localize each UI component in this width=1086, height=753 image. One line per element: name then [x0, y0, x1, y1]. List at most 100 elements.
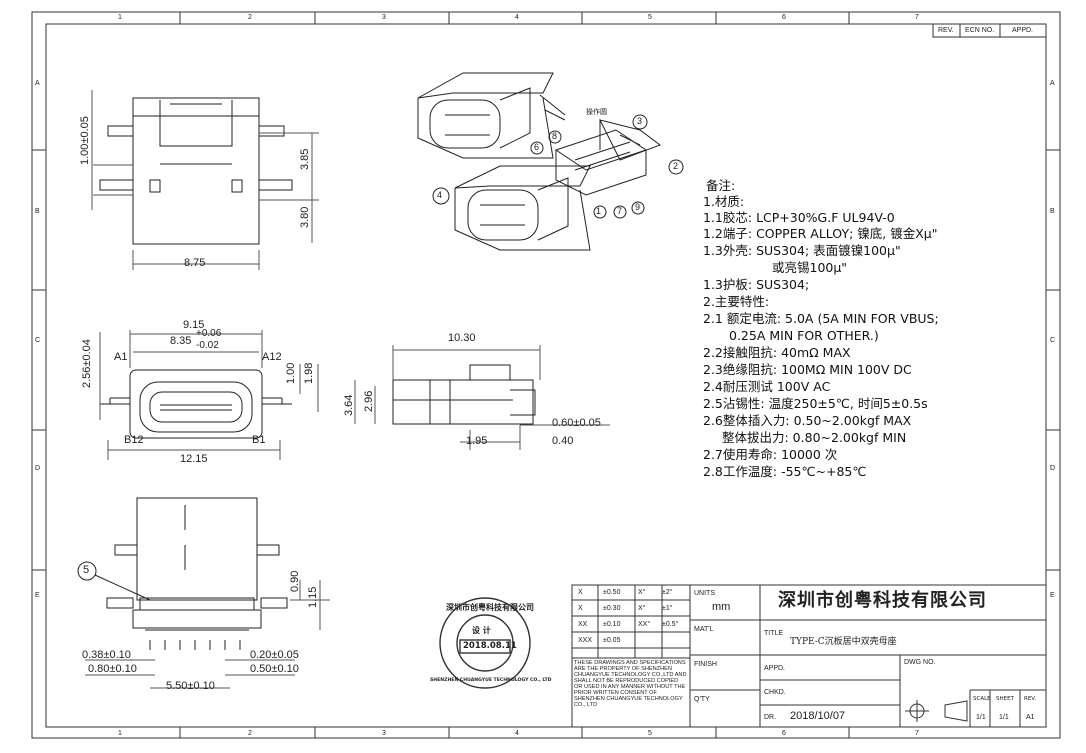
- dim-1-00-front: 1.00: [285, 362, 297, 384]
- tol-value-angle: ±0.5°: [662, 621, 679, 628]
- stamp-company: 深圳市创粤科技有限公司: [446, 603, 534, 612]
- dim-1-00: 1.00±0.05: [79, 116, 91, 165]
- tol-key-angle: X°: [638, 589, 646, 596]
- units-value: mm: [712, 601, 731, 613]
- qty-label: Q'TY: [694, 696, 710, 703]
- grid-col-6-bottom: 6: [782, 730, 786, 737]
- dim-1-15: 1.15: [307, 586, 319, 608]
- title-label: TITLE: [764, 630, 784, 637]
- note-line: 0.25A MIN FOR OTHER.): [729, 328, 879, 343]
- rev-label-tb: REV.: [1024, 696, 1037, 702]
- dim-tol-minus: -0.02: [196, 340, 219, 351]
- dim-1-95: 1.95: [466, 435, 488, 447]
- note-line: 2.1 额定电流: 5.0A (5A MIN FOR VBUS;: [703, 311, 939, 326]
- note-line: 2.3绝缘阻抗: 100MΩ MIN 100V DC: [703, 362, 912, 377]
- dim-0-60: 0.60±0.05: [552, 417, 601, 429]
- ecn-label: ECN NO.: [965, 27, 995, 34]
- tol-key: XX: [578, 621, 588, 628]
- dim-3-64: 3.64: [343, 394, 355, 416]
- dim-0-80: 0.80±0.10: [88, 663, 137, 675]
- callout-6: 6: [534, 142, 540, 152]
- dim-5-50: 5.50±0.10: [166, 680, 215, 692]
- dim-0-90: 0.90: [289, 570, 301, 592]
- dim-12-15: 12.15: [180, 453, 208, 465]
- note-line: 1.2端子: COPPER ALLOY; 镍底, 镀金Xμ": [703, 226, 938, 241]
- stamp-bottom-text: SHENZHEN CHUANGYUE TECHNOLOGY CO., LTD: [430, 678, 552, 683]
- finish-label: FINISH: [694, 661, 717, 668]
- grid-col-2-bottom: 2: [248, 730, 252, 737]
- callout-8: 8: [552, 131, 558, 141]
- stamp-label: 设 计: [472, 626, 491, 635]
- tol-key-angle: X°: [638, 605, 646, 612]
- grid-col-4: 4: [515, 14, 519, 21]
- grid-col-5-bottom: 5: [648, 730, 652, 737]
- units-label: UNITS: [694, 590, 715, 597]
- dim-10-30: 10.30: [448, 332, 476, 344]
- callout-1: 1: [596, 206, 602, 216]
- grid-row-a-right: A: [1050, 80, 1055, 87]
- tol-value: ±0.50: [603, 589, 621, 596]
- dim-3-80: 3.80: [299, 206, 311, 228]
- note-line: 2.7使用寿命: 10000 次: [703, 447, 838, 462]
- dim-0-20: 0.20±0.05: [250, 649, 299, 661]
- dim-9-15: 9.15: [183, 319, 205, 331]
- note-line: 2.6整体插入力: 0.50~2.00kgf MAX: [703, 413, 912, 428]
- grid-row-d-right: D: [1050, 465, 1056, 472]
- stamp-date: 2018.08.11: [463, 641, 517, 651]
- dim-0-50: 0.50±0.10: [250, 663, 299, 675]
- appd-label-tb: APPD.: [764, 665, 786, 672]
- callout-4: 4: [437, 190, 443, 200]
- appd-label: APPD.: [1012, 27, 1034, 34]
- dim-0-40: 0.40: [552, 435, 574, 447]
- pin-a1-label: A1: [114, 351, 128, 363]
- grid-col-1-bottom: 1: [118, 730, 122, 737]
- grid-col-2: 2: [248, 14, 252, 21]
- grid-row-b-right: B: [1050, 208, 1055, 215]
- sheet-value: 1/1: [999, 714, 1009, 721]
- dim-2-96: 2.96: [363, 390, 375, 412]
- exploded-label: 操作圆: [586, 109, 607, 116]
- note-line: 1.材质:: [703, 194, 745, 209]
- tol-value: ±0.30: [603, 605, 621, 612]
- dim-3-85: 3.85: [299, 148, 311, 170]
- note-line: 或亮锡100μ": [772, 260, 848, 275]
- chkd-label: CHKD.: [764, 689, 786, 696]
- company-name: 深圳市创粤科技有限公司: [778, 590, 987, 611]
- grid-row-c-right: C: [1050, 337, 1056, 344]
- dim-8-35: 8.35: [170, 335, 192, 347]
- grid-row-e: E: [35, 592, 40, 599]
- dim-8-75: 8.75: [184, 257, 206, 269]
- callout-9: 9: [635, 202, 641, 212]
- tol-key-angle: XX°: [638, 621, 651, 628]
- grid-col-4-bottom: 4: [515, 730, 519, 737]
- disclaimer-text: THESE DRAWINGS AND SPECIFICATIONS ARE TH…: [574, 660, 687, 708]
- grid-col-7: 7: [915, 14, 919, 21]
- grid-row-c: C: [35, 337, 41, 344]
- note-line: 1.3护板: SUS304;: [703, 277, 810, 292]
- dr-date: 2018/10/07: [790, 710, 846, 722]
- matl-label: MAT'L: [694, 626, 714, 633]
- rev-label: REV.: [938, 27, 954, 34]
- dim-1-98: 1.98: [303, 362, 315, 384]
- title-value: TYPE-C沉板居中双壳母座: [790, 637, 897, 647]
- note-line: 2.4耐压测试 100V AC: [703, 379, 831, 394]
- dim-0-38: 0.38±0.10: [82, 649, 131, 661]
- grid-row-a: A: [35, 80, 40, 87]
- scale-value: 1/1: [976, 714, 986, 721]
- note-line: 2.2接触阻抗: 40mΩ MAX: [703, 345, 851, 360]
- grid-row-b: B: [35, 208, 40, 215]
- grid-col-3: 3: [382, 14, 386, 21]
- note-line: 2.主要特性:: [703, 294, 770, 309]
- callout-2: 2: [673, 161, 679, 171]
- grid-row-d: D: [35, 465, 41, 472]
- grid-col-5: 5: [648, 14, 652, 21]
- tol-key: X: [578, 589, 583, 596]
- notes-title: 备注:: [706, 178, 736, 193]
- pin-b12-label: B12: [124, 434, 144, 446]
- dwg-label: DWG NO.: [904, 659, 936, 666]
- grid-col-7-bottom: 7: [915, 730, 919, 737]
- pin-a12-label: A12: [262, 351, 282, 363]
- callout-3: 3: [637, 116, 643, 126]
- callout-7: 7: [617, 206, 623, 216]
